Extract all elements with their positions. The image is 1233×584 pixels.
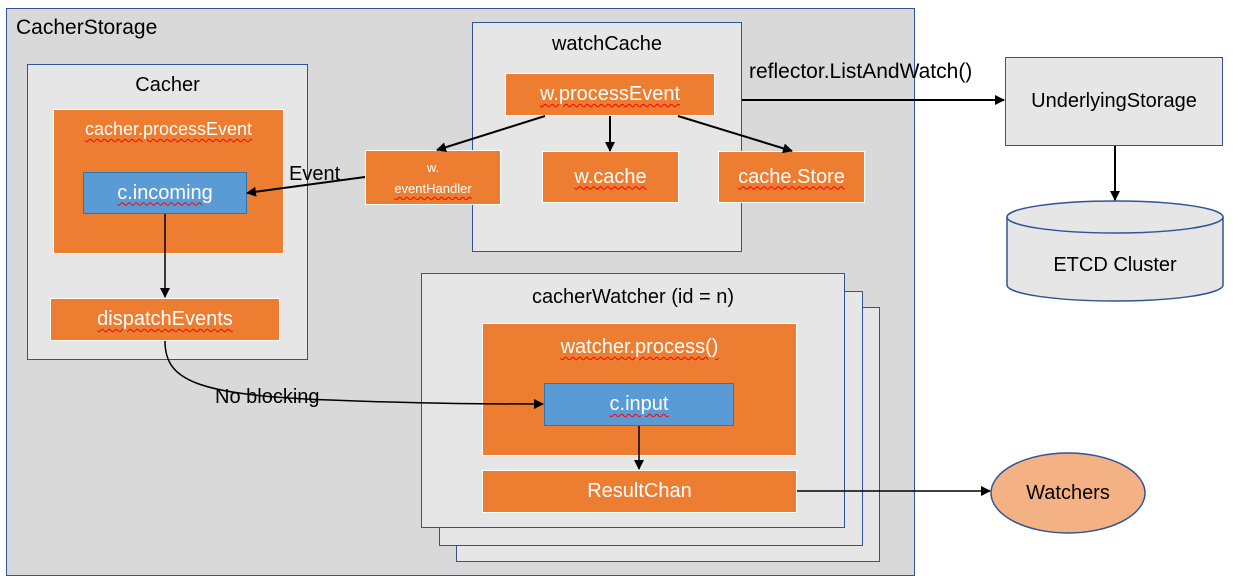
watch-cache-container [472,22,742,252]
cache-store-label: cache.Store [738,165,845,188]
c-incoming-box: c.incoming [83,172,247,214]
w-event-handler-line1: w. [426,160,440,175]
underlying-storage-label: UnderlyingStorage [1031,90,1197,112]
c-input-box: c.input [544,383,734,426]
watcher-process-label: watcher.process() [560,336,719,358]
w-process-event-label: w.processEvent [539,83,681,105]
w-cache-label: w.cache [574,165,647,188]
w-cache-box: w.cache [542,151,679,203]
no-blocking-label: No blocking [215,386,320,408]
event-label: Event [289,163,341,185]
cacher-title: Cacher [135,74,200,96]
dispatch-events-label: dispatchEvents [97,308,233,330]
dispatch-events-box: dispatchEvents [50,298,280,341]
result-chan-label: ResultChan [587,480,692,502]
etcd-cluster-cylinder-icon [1006,200,1224,302]
list-and-watch-label: reflector.ListAndWatch() [749,60,973,83]
cache-store-box: cache.Store [718,151,865,203]
watch-cache-title: watchCache [551,33,663,55]
watchers-label: Watchers [1026,482,1110,504]
c-input-label: c.input [609,393,669,415]
cacher-watcher-title: cacherWatcher (id = n) [531,286,735,308]
etcd-cluster-label: ETCD Cluster [1053,254,1177,276]
underlying-storage-box: UnderlyingStorage [1005,57,1223,146]
result-chan-box: ResultChan [482,470,797,513]
cacher-process-event-label: cacher.processEvent [84,119,253,139]
w-event-handler-box: w. eventHandler [365,150,501,205]
w-process-event-box: w.processEvent [505,73,715,116]
c-incoming-label: c.incoming [117,181,213,204]
w-event-handler-line2: eventHandler [394,181,472,196]
cacher-storage-title: CacherStorage [16,16,158,39]
